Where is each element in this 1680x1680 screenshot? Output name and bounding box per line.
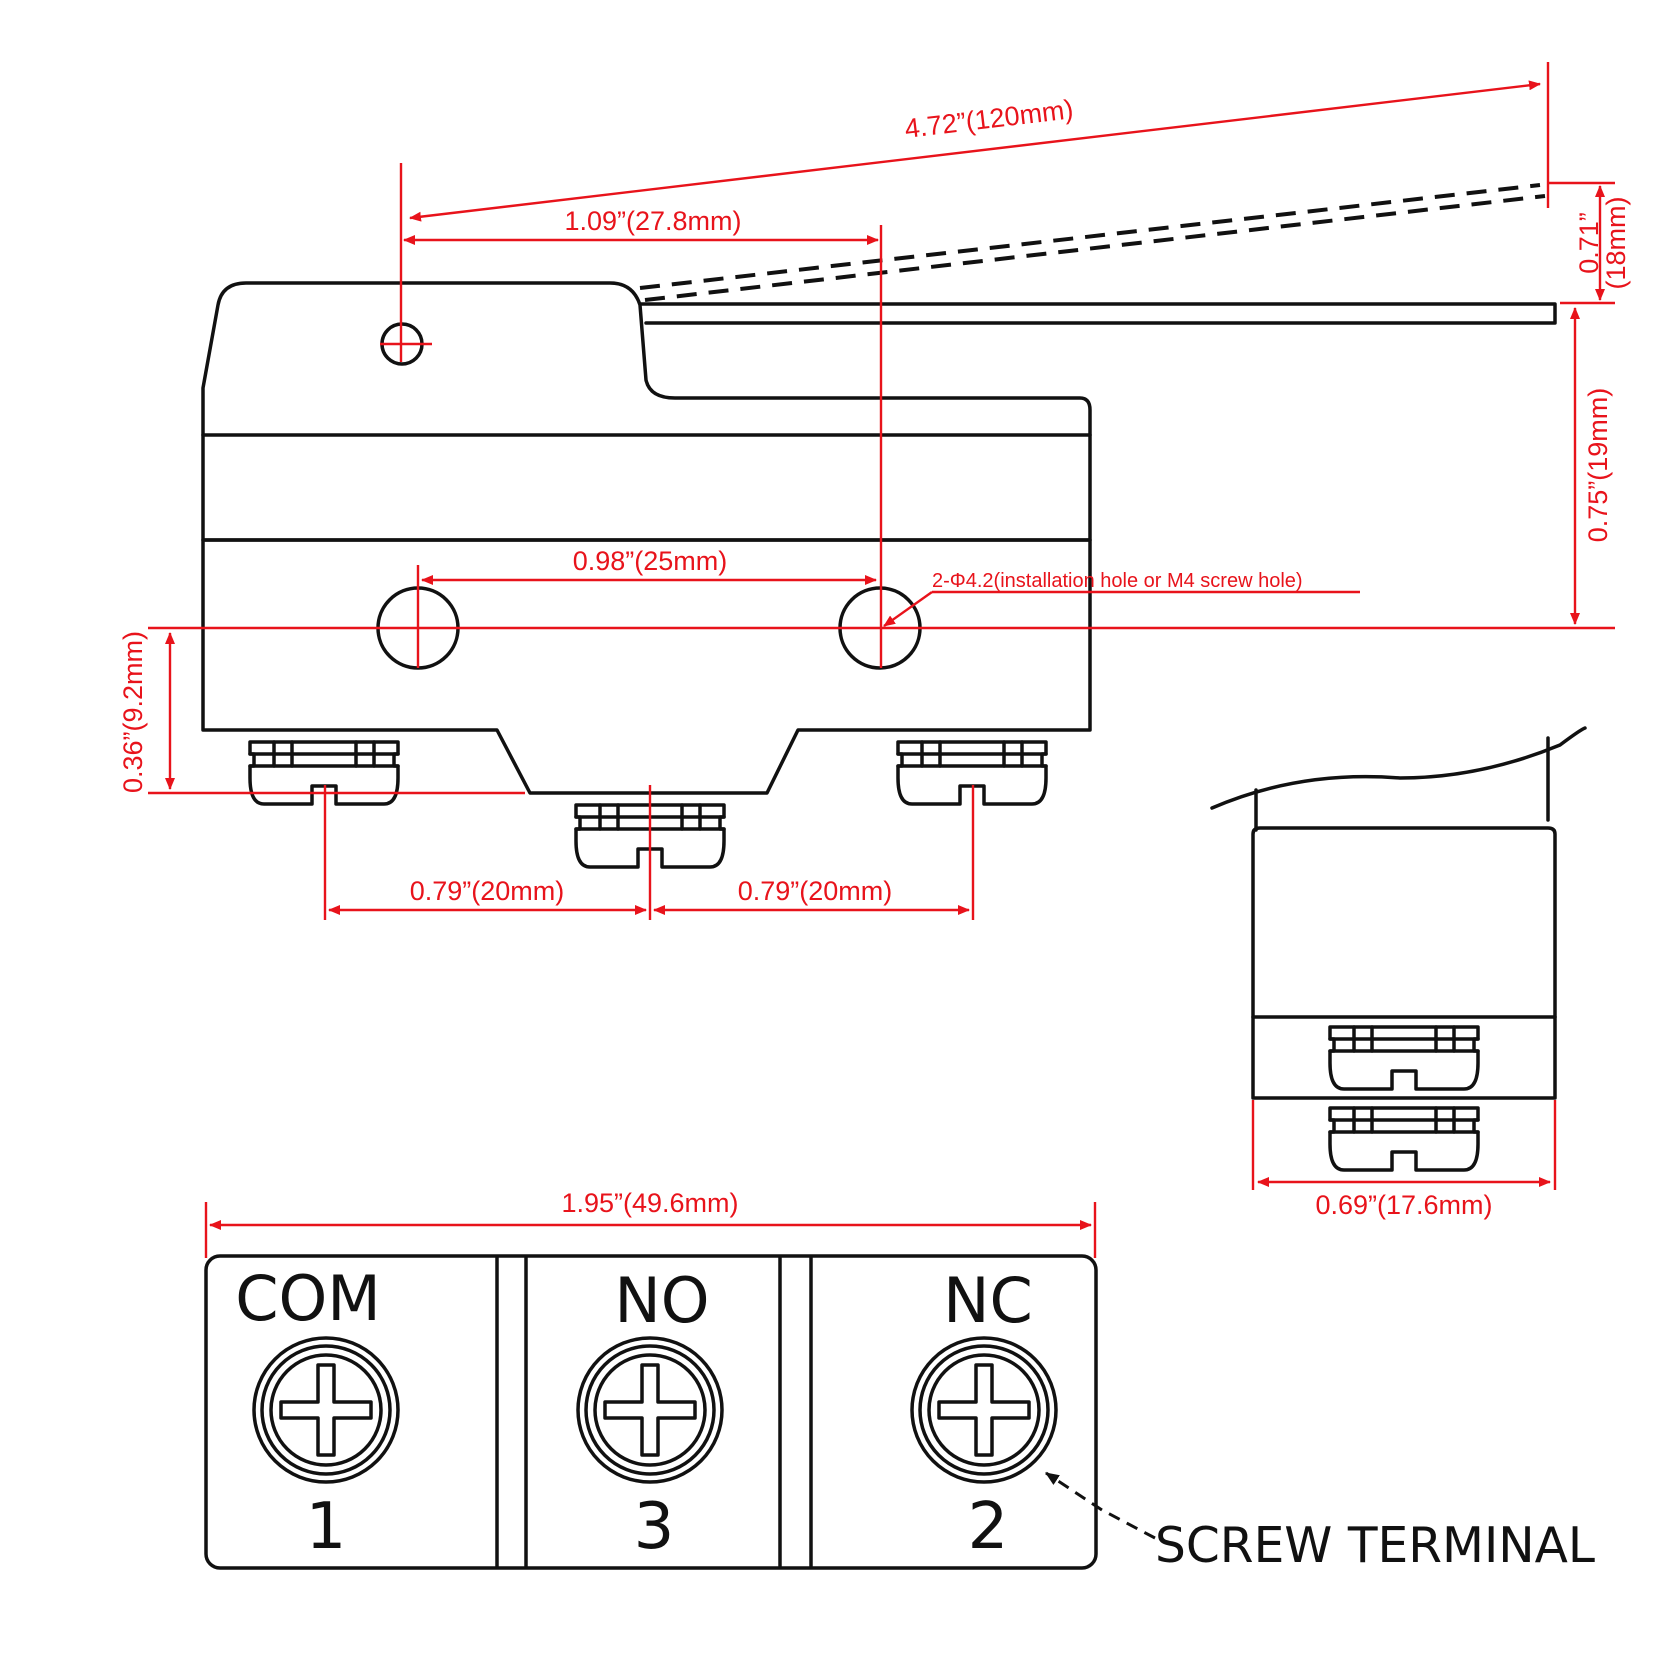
hole-note: 2-Φ4.2(installation hole or M4 screw hol… xyxy=(932,570,1303,592)
dim-body-width: 1.95”(49.6mm) xyxy=(561,1188,738,1218)
lever-dashed xyxy=(639,183,1546,302)
screw-terminal-label: SCREW TERMINAL xyxy=(1155,1517,1596,1574)
dim-hole-spacing: 0.98”(25mm) xyxy=(573,546,728,576)
bottom-dimensions: 1.95”(49.6mm) xyxy=(204,1188,1097,1258)
terminal-com: COM 1 xyxy=(235,1262,400,1564)
front-view xyxy=(201,183,1557,869)
terminal-nc-label: NC xyxy=(943,1264,1033,1337)
dim-pivot-to-hole: 1.09”(27.8mm) xyxy=(564,206,741,236)
dim-lever-travel-mm: (18mm) xyxy=(1601,197,1631,290)
dim-overall-length: 4.72”(120mm) xyxy=(903,94,1075,144)
terminal-com-number: 1 xyxy=(306,1490,347,1564)
dim-terminal-spacing-right: 0.79”(20mm) xyxy=(738,876,893,906)
terminal-no: NO 3 xyxy=(576,1264,724,1564)
actuator-housing xyxy=(201,281,1092,542)
lever xyxy=(639,302,1557,325)
side-terminal-lower xyxy=(1328,1106,1480,1172)
dim-hole-to-bottom: 0.36”(9.2mm) xyxy=(118,631,148,793)
terminal-no-label: NO xyxy=(614,1264,709,1337)
terminal-strip: COM 1 NO 3 NC 2 xyxy=(204,1254,1098,1570)
dim-terminal-spacing-left: 0.79”(20mm) xyxy=(410,876,565,906)
terminal-nc-number: 2 xyxy=(968,1490,1009,1564)
terminal-com-screw-icon xyxy=(252,1336,400,1484)
side-terminal-upper xyxy=(1328,1025,1480,1091)
side-dimensions: 0.69”(17.6mm) xyxy=(1251,1100,1557,1220)
switch-body xyxy=(201,538,1092,795)
dim-lever-travel: 0.71” xyxy=(1574,212,1604,274)
side-view xyxy=(1210,726,1587,1172)
terminal-nc: NC 2 xyxy=(910,1264,1058,1564)
dim-lever-height: 0.75”(19mm) xyxy=(1583,388,1613,543)
dim-side-width: 0.69”(17.6mm) xyxy=(1315,1190,1492,1220)
screw-terminal-callout: SCREW TERMINAL xyxy=(1045,1471,1596,1574)
terminal-com-label: COM xyxy=(235,1262,381,1335)
side-body xyxy=(1251,826,1557,1100)
terminal-no-screw-icon xyxy=(576,1336,724,1484)
terminal-no-number: 3 xyxy=(634,1490,675,1564)
terminal-nc-screw-icon xyxy=(910,1336,1058,1484)
front-dimensions: 4.72”(120mm) 1.09”(27.8mm) 0.71” (18mm) … xyxy=(118,62,1631,920)
